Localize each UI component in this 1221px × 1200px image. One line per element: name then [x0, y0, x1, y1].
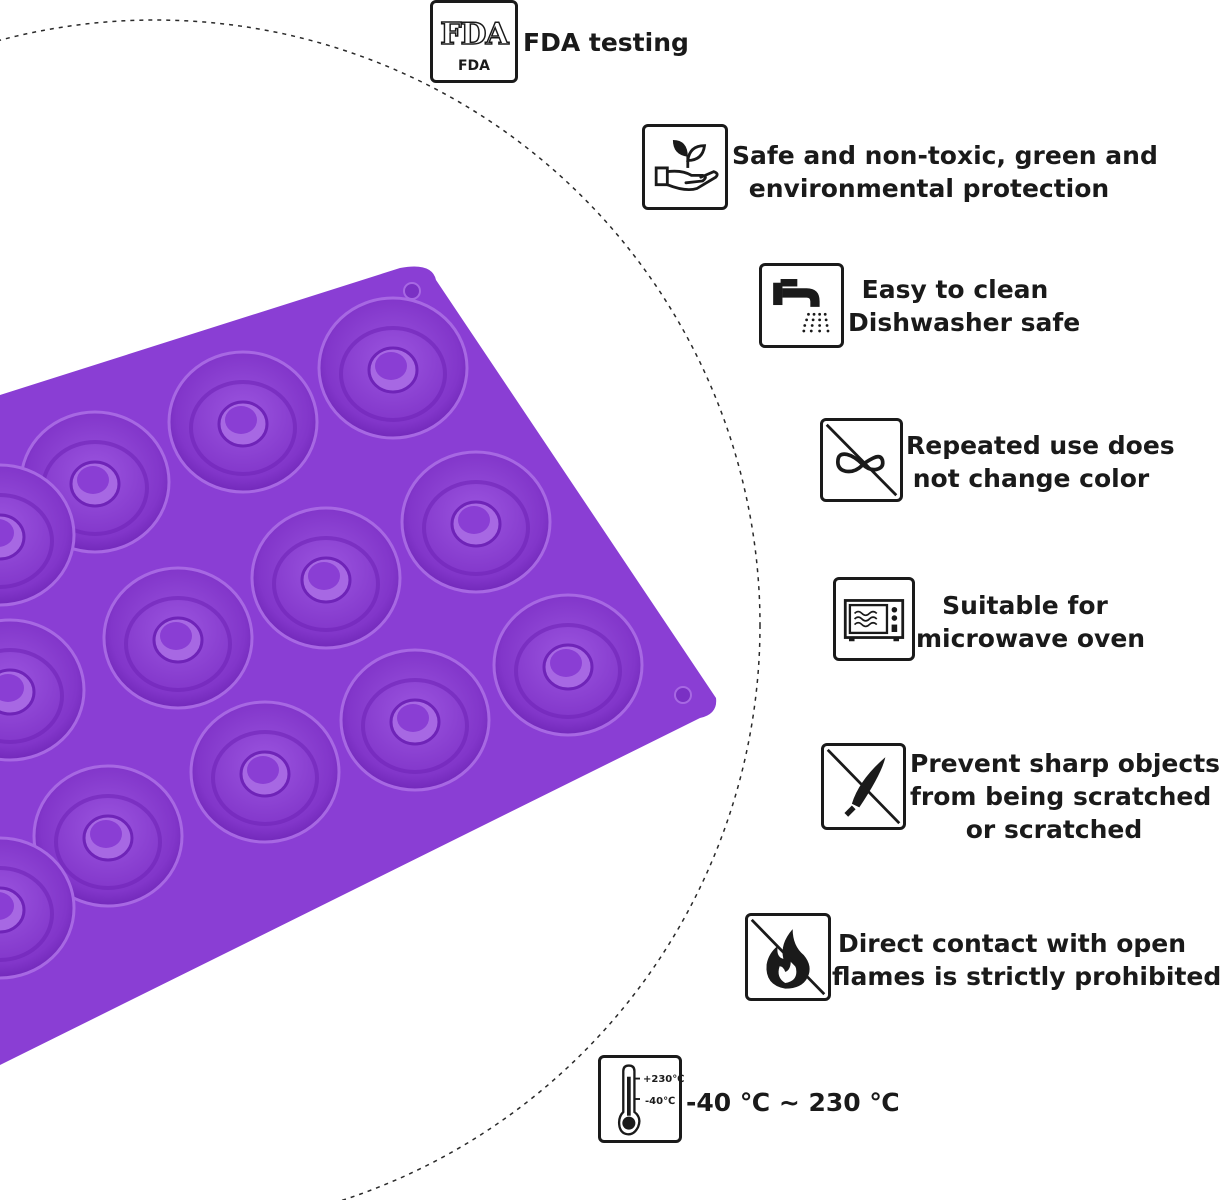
feature-sharp-line-2: from being scratched	[910, 782, 1212, 811]
feature-flame-line-1: Direct contact with open	[837, 929, 1187, 958]
fda-logo-text: FDA	[439, 16, 509, 53]
feature-clean-line-1: Easy to clean	[861, 275, 1049, 304]
feature-safe-line-2: environmental protection	[748, 174, 1110, 203]
donut-cavity	[0, 836, 76, 980]
thermo-high-mark: +230℃	[643, 1074, 685, 1085]
dashed-circle	[0, 19, 761, 1200]
feature-fda-label: FDA testing	[523, 28, 689, 57]
no-knife-icon	[821, 743, 906, 830]
fda-icon: FDA FDA	[430, 0, 518, 83]
feature-color-line-2: not change color	[912, 464, 1150, 493]
hand-plant-icon	[642, 124, 728, 210]
feature-safe-text: Safe and non-toxic, green and environmen…	[732, 139, 1158, 205]
donut-cavity	[0, 463, 76, 607]
feature-color-line-1: Repeated use does	[906, 431, 1175, 460]
faucet-icon	[759, 263, 844, 348]
feature-sharp-line-3: or scratched	[965, 815, 1143, 844]
feature-microwave-line-1: Suitable for	[942, 591, 1108, 620]
no-color-change-icon	[820, 418, 903, 502]
feature-flame-text: Direct contact with open flames is stric…	[832, 927, 1221, 993]
feature-flame-line-2: flames is strictly prohibited	[832, 962, 1221, 991]
feature-temperature-line-1: -40 ℃ ~ 230 ℃	[686, 1088, 900, 1117]
feature-sharp-line-1: Prevent sharp objects	[910, 749, 1221, 778]
silicone-donut-mold	[0, 266, 717, 1065]
feature-clean-text: Easy to clean Dishwasher safe	[848, 273, 1081, 339]
fda-small-text: FDA	[457, 58, 491, 74]
feature-temperature-text: -40 ℃ ~ 230 ℃	[686, 1086, 900, 1119]
feature-color-text: Repeated use does not change color	[906, 429, 1175, 495]
no-flame-icon	[745, 913, 831, 1001]
feature-microwave-text: Suitable for microwave oven	[916, 589, 1146, 655]
microwave-icon	[833, 577, 915, 661]
thermo-low-mark: -40℃	[645, 1096, 676, 1107]
donut-cavity	[0, 618, 86, 762]
feature-microwave-line-2: microwave oven	[916, 624, 1146, 653]
feature-sharp-text: Prevent sharp objects from being scratch…	[910, 747, 1221, 846]
thermometer-icon: +230℃ -40℃	[598, 1055, 685, 1143]
feature-safe-line-1: Safe and non-toxic, green and	[732, 141, 1158, 170]
feature-clean-line-2: Dishwasher safe	[848, 308, 1081, 337]
